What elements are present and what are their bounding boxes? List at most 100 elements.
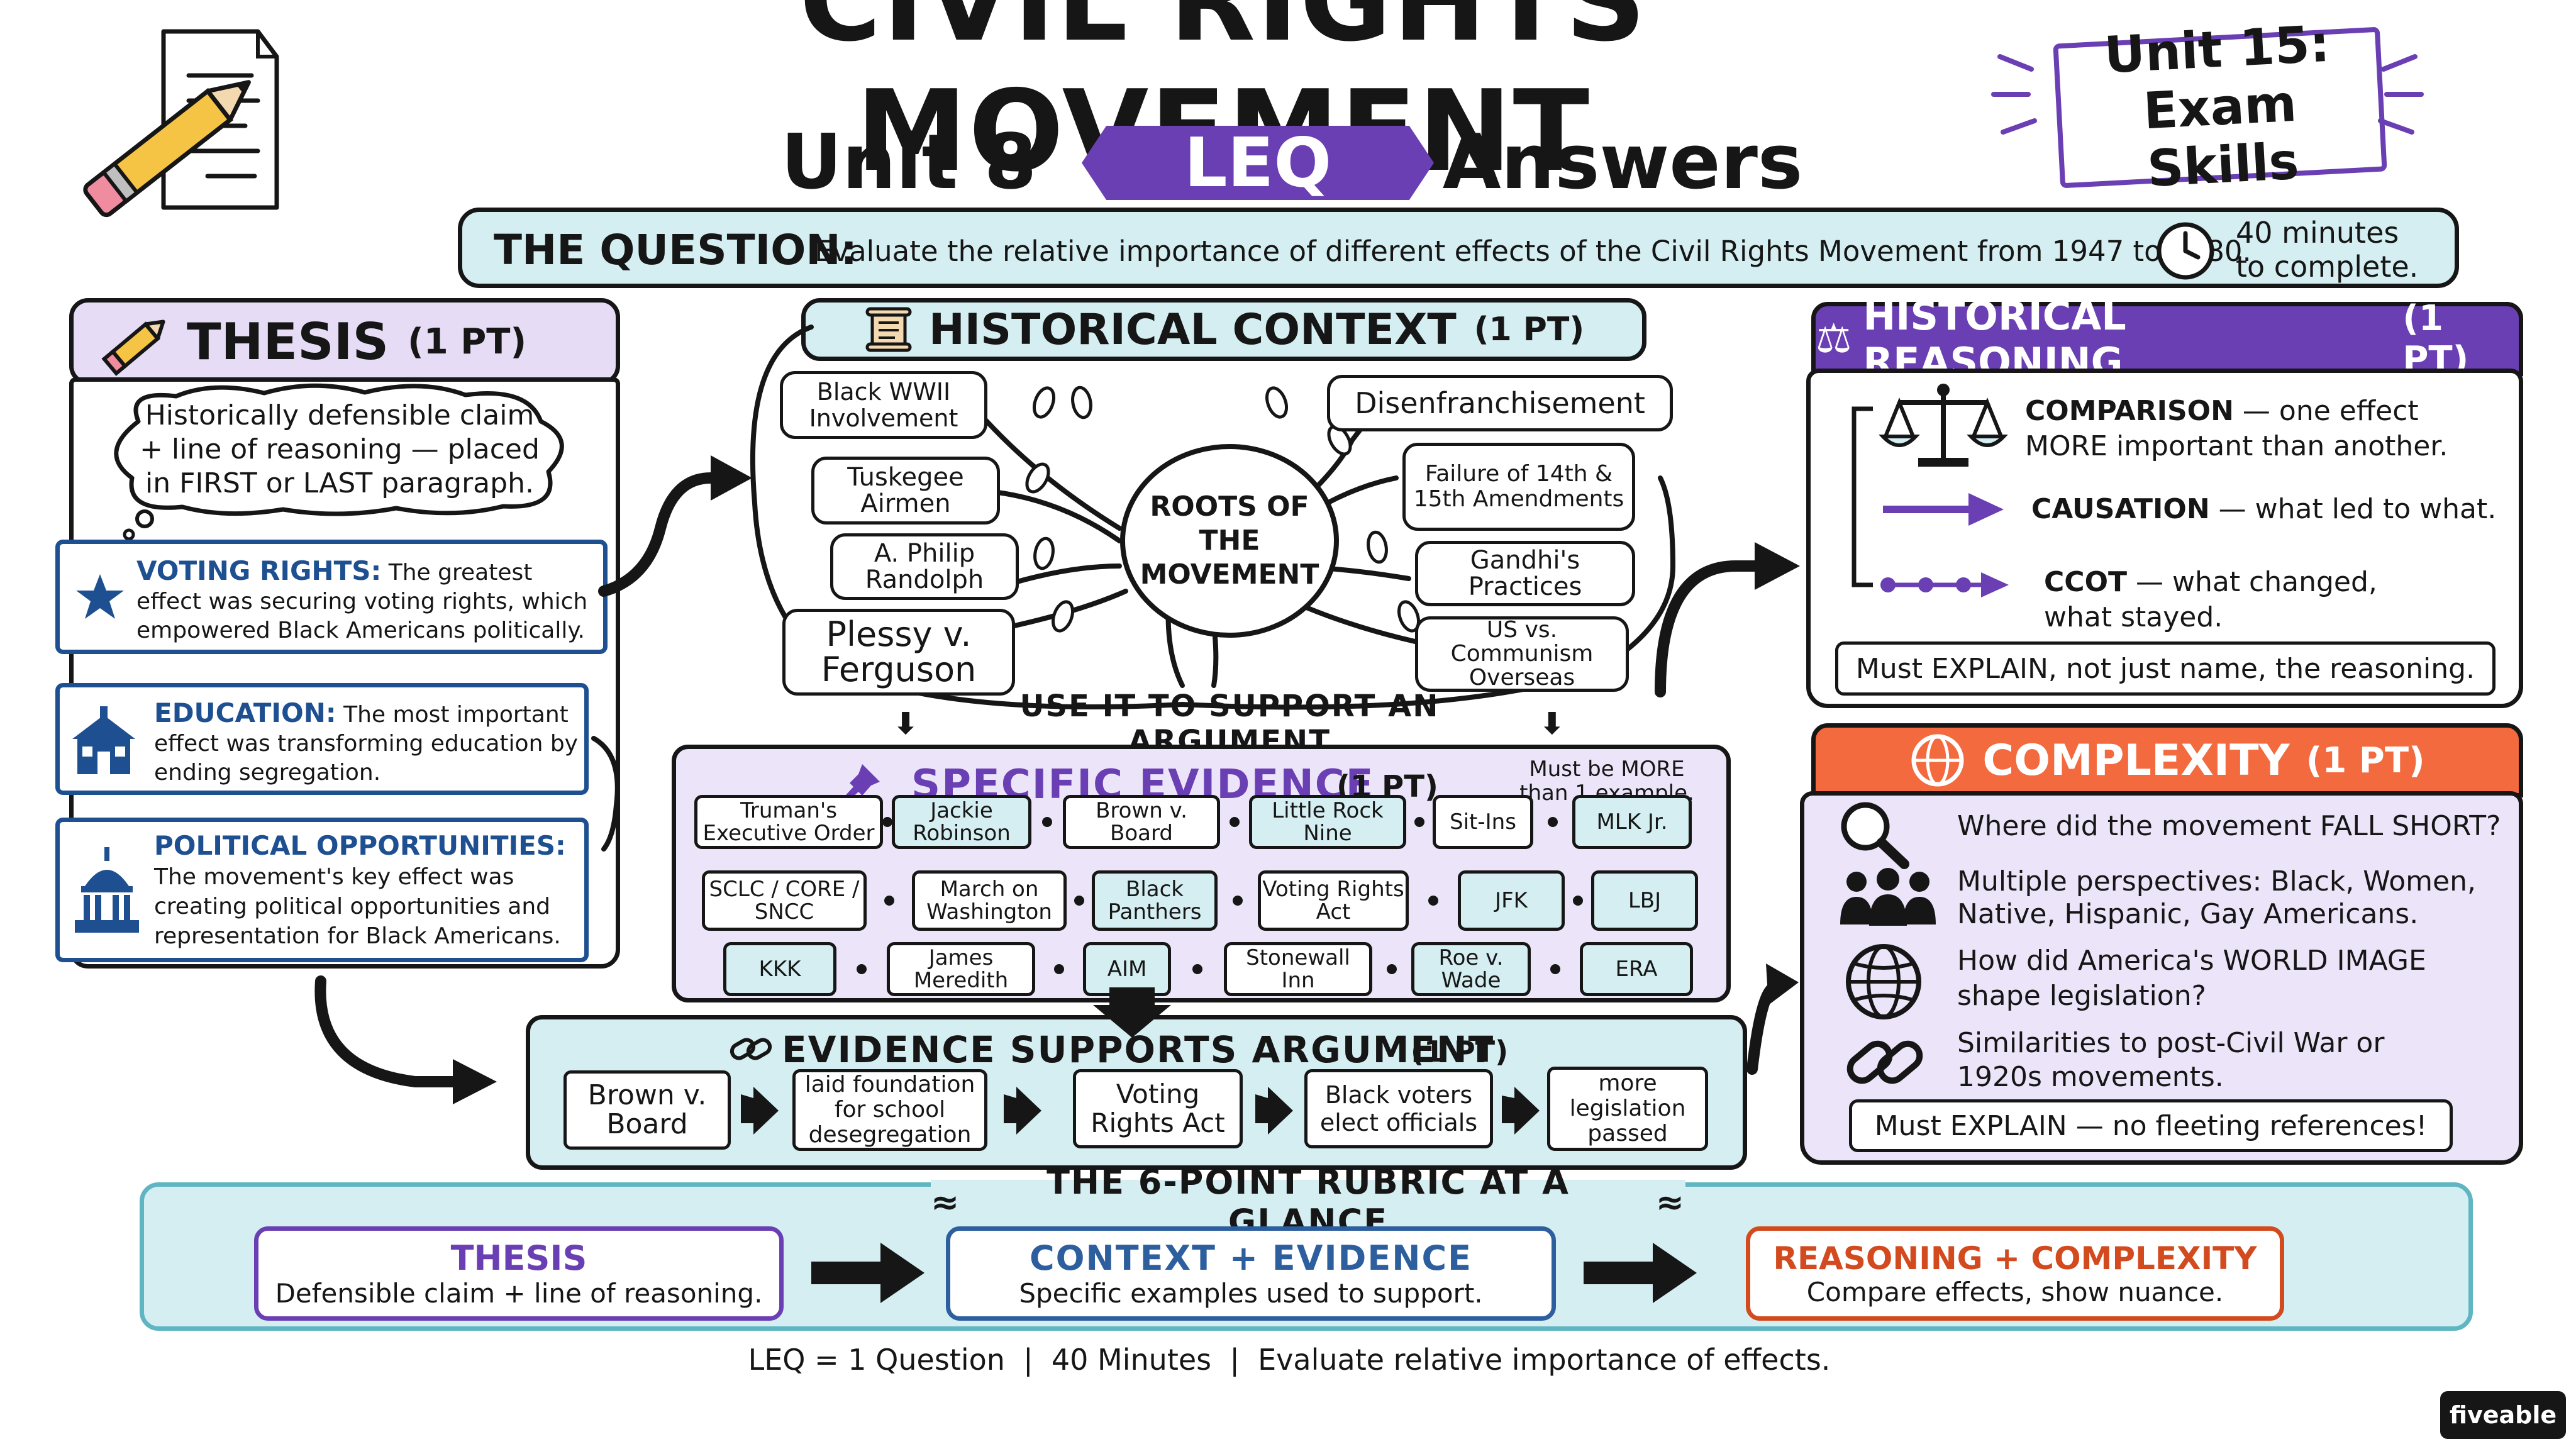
evidence-chip: James Meredith: [887, 942, 1035, 996]
evidence-chip: SCLC / CORE / SNCC: [702, 870, 867, 931]
rubric-reasoning-title: REASONING + COMPLEXITY: [1773, 1240, 2257, 1277]
political-text: The movement's key effect was creating p…: [154, 864, 561, 949]
support-title: EVIDENCE SUPPORTS ARGUMENT: [782, 1028, 1495, 1071]
reasoning-causation: CAUSATION — what led to what.: [2031, 492, 2509, 527]
evidence-separator-dot: [1573, 896, 1583, 906]
fiveable-logo: fiveable: [2440, 1391, 2566, 1439]
evidence-separator-dot: [882, 817, 892, 827]
rubric-footer: LEQ = 1 Question | 40 Minutes | Evaluate…: [748, 1343, 1831, 1377]
rubric-context-title: CONTEXT + EVIDENCE: [1030, 1238, 1472, 1278]
evidence-chip: ERA: [1580, 942, 1693, 996]
thesis-claim-education-text: EDUCATION: The most important effect was…: [154, 699, 582, 787]
complexity-item-similarities: Similarities to post-Civil War or 1920s …: [1957, 1027, 2385, 1093]
thesis-bubble-text: Historically defensible claim + line of …: [140, 399, 540, 499]
comparison-label: COMPARISON: [2025, 395, 2234, 427]
time-line2: to complete.: [2236, 250, 2419, 284]
roots-center-circle: [1120, 444, 1339, 638]
scroll-icon: [863, 307, 914, 352]
evidence-separator-dot: [1054, 964, 1064, 974]
reasoning-footer: Must EXPLAIN, not just name, the reasoni…: [1835, 641, 2496, 696]
thesis-points: (1 PT): [408, 321, 527, 362]
rubric-card-thesis: THESIS Defensible claim + line of reason…: [254, 1226, 784, 1321]
root-disenfranchisement: Disenfranchisement: [1327, 375, 1673, 431]
voting-text: The greatest effect was securing voting …: [136, 560, 588, 643]
evidence-chip: Truman's Executive Order: [694, 795, 883, 849]
root-failure-amendments: Failure of 14th & 15th Amendments: [1402, 443, 1635, 531]
thesis-claim-voting-text: VOTING RIGHTS: The greatest effect was s…: [136, 557, 602, 645]
evidence-chip: Black Panthers: [1092, 870, 1218, 931]
support-chain-1: Brown v. Board: [564, 1070, 731, 1150]
reasoning-comparison: COMPARISON — one effect MORE important t…: [2025, 394, 2503, 464]
evidence-chip: JFK: [1458, 870, 1565, 931]
scales-icon: [1879, 384, 2008, 472]
context-title: HISTORICAL CONTEXT: [928, 304, 1457, 355]
support-chain-4: Black voters elect officials: [1304, 1069, 1493, 1148]
schoolhouse-icon: [72, 706, 135, 775]
complexity-points: (1 PT): [2306, 740, 2425, 781]
evidence-chip: Stonewall Inn: [1224, 942, 1372, 996]
support-chain-3: Voting Rights Act: [1073, 1069, 1243, 1148]
evidence-separator-dot: [1428, 896, 1438, 906]
evidence-chip: AIM: [1083, 942, 1171, 996]
capitol-icon: [72, 847, 142, 935]
evidence-chip: Little Rock Nine: [1249, 795, 1406, 849]
evidence-chip: Roe v. Wade: [1411, 942, 1531, 996]
evidence-chip: Brown v. Board: [1063, 795, 1220, 849]
evidence-separator-dot: [1192, 964, 1202, 974]
down-arrow-icon: ⬇: [1539, 706, 1566, 741]
evidence-chip: Voting Rights Act: [1258, 870, 1409, 931]
question-text: Evaluate the relative importance of diff…: [814, 235, 2251, 268]
evidence-separator-dot: [1387, 964, 1397, 974]
chain-link-icon: [1844, 1029, 1926, 1098]
thesis-claim-education: EDUCATION: The most important effect was…: [55, 683, 589, 795]
comparison-text: — one effect MORE important than another…: [2025, 395, 2448, 462]
time-line1: 40 minutes: [2236, 216, 2399, 250]
context-points: (1 PT): [1474, 311, 1585, 348]
rubric-card-context: CONTEXT + EVIDENCE Specific examples use…: [946, 1226, 1556, 1321]
pencil-paper-icon: [83, 19, 302, 233]
causation-text: — what led to what.: [2218, 493, 2497, 525]
reasoning-ccot: CCOT — what changed, what stayed.: [2044, 565, 2434, 635]
education-text: The most important effect was transformi…: [154, 702, 578, 786]
subtitle-unit: Unit 8: [780, 118, 1037, 206]
squiggle-icon: ≈: [1655, 1182, 1685, 1222]
evidence-chip: KKK: [723, 942, 836, 996]
down-arrow-icon: ⬇: [893, 706, 920, 741]
rubric-title: THE 6-POINT RUBRIC AT A GLANCE: [1046, 1162, 1570, 1241]
question-bar: THE QUESTION: Evaluate the relative impo…: [458, 208, 2459, 288]
rubric-reasoning-text: Compare effects, show nuance.: [1806, 1276, 2224, 1307]
complexity-item-perspectives: Multiple perspectives: Black, Women, Nat…: [1957, 865, 2476, 930]
rubric-context-text: Specific examples used to support.: [1019, 1278, 1483, 1309]
reasoning-header: ⚖ HISTORICAL REASONING (1 PT): [1811, 293, 2523, 385]
pencil-icon: [101, 307, 180, 376]
political-label: POLITICAL OPPORTUNITIES:: [154, 830, 566, 861]
magnifier-icon: [1836, 799, 1912, 869]
complexity-item-fall-short: Where did the movement FALL SHORT?: [1957, 810, 2501, 842]
evidence-chip: MLK Jr.: [1572, 795, 1692, 849]
context-header: HISTORICAL CONTEXT (1 PT): [801, 298, 1646, 361]
evidence-separator-dot: [857, 964, 867, 974]
thesis-claim-political-text: POLITICAL OPPORTUNITIES: The movement's …: [154, 831, 588, 951]
scales-small-icon: ⚖: [1816, 316, 1852, 362]
thesis-claim-political: POLITICAL OPPORTUNITIES: The movement's …: [55, 818, 589, 962]
star-icon: [75, 572, 125, 622]
evidence-separator-dot: [1548, 817, 1558, 827]
root-plessy: Plessy v. Ferguson: [782, 609, 1015, 696]
rubric-thesis-title: THESIS: [450, 1238, 587, 1278]
ccot-label: CCOT: [2044, 566, 2127, 598]
subtitle-answers: Answers: [1442, 118, 1803, 206]
roots-center: ROOTS OF THE MOVEMENT: [1123, 478, 1336, 604]
roots-center-line1: ROOTS OF: [1150, 491, 1309, 523]
complexity-footer: Must EXPLAIN — no fleeting references!: [1849, 1099, 2453, 1152]
roots-center-line2: THE: [1199, 525, 1260, 557]
evidence-note-line1: Must be MORE: [1529, 757, 1685, 782]
support-chain-2: laid foundation for school desegregation: [792, 1069, 987, 1151]
evidence-chip: Sit-Ins: [1433, 795, 1533, 849]
complexity-item-world-image: How did America's WORLD IMAGE shape legi…: [1957, 945, 2426, 1012]
leq-badge-text: LEQ: [1184, 123, 1332, 203]
leq-badge: LEQ: [1082, 126, 1434, 200]
evidence-separator-dot: [1042, 817, 1052, 827]
